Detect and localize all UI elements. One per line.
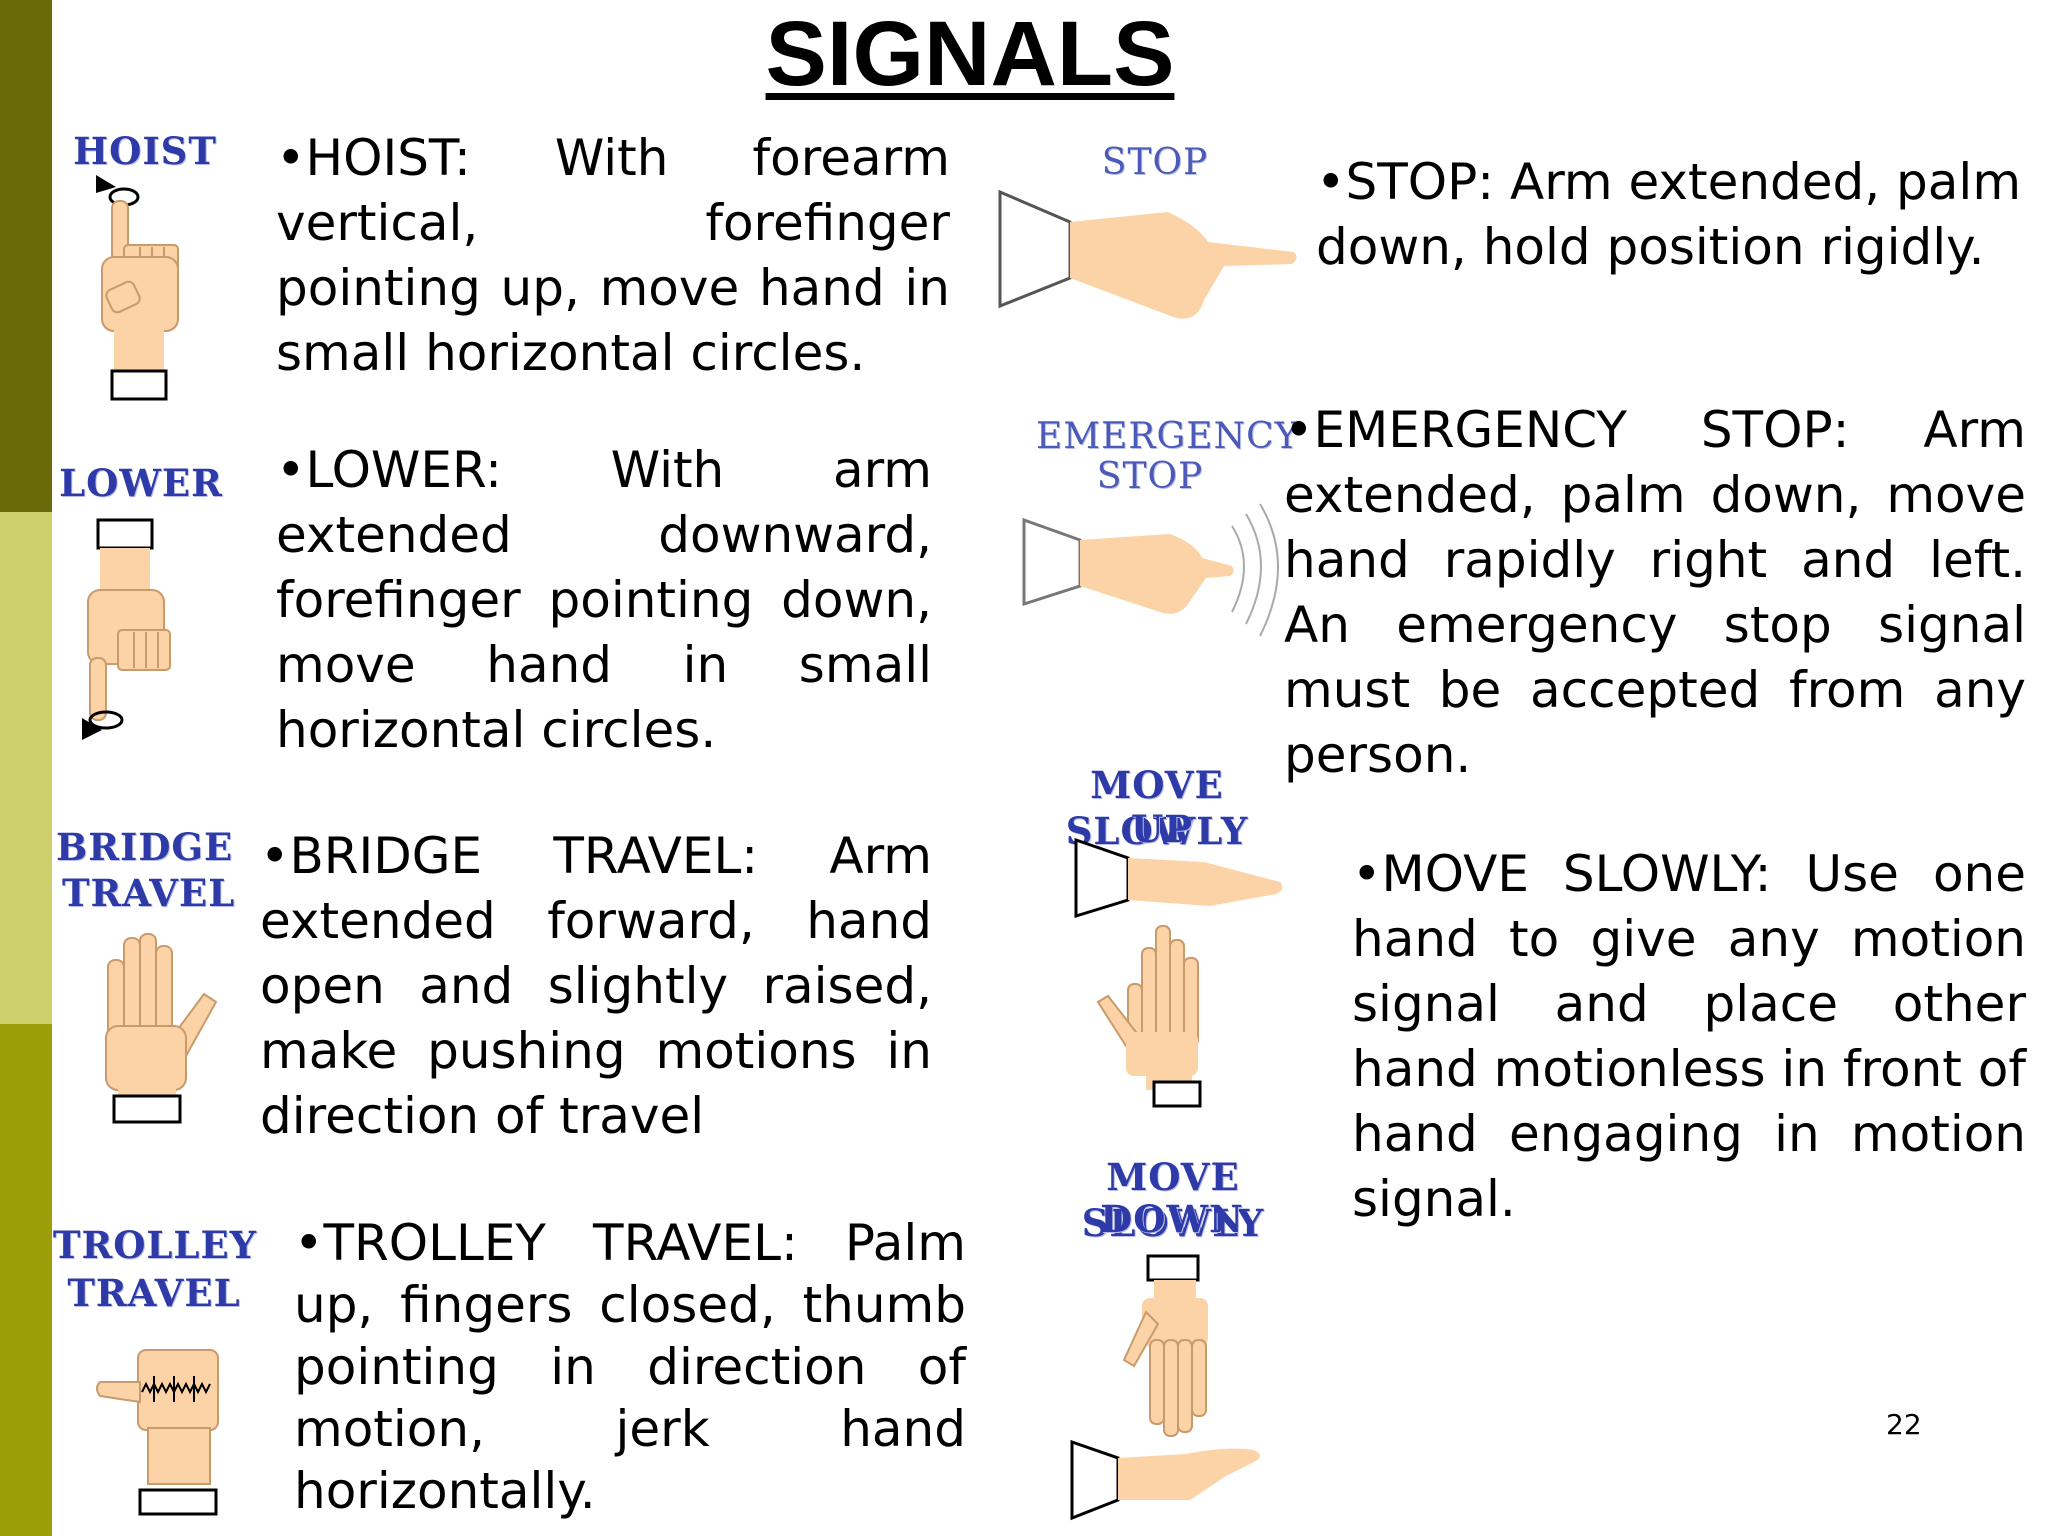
- move-slowly-down-hands-icon: [1070, 1254, 1260, 1521]
- emergency-stop-hand-icon: [1022, 503, 1279, 637]
- trolley-travel-label-line2: TRAVEL: [67, 1271, 241, 1315]
- move-slowly-description: •MOVE SLOWLY: Use one hand to give any m…: [1352, 845, 2026, 1228]
- bridge-travel-label-line1: BRIDGE: [56, 825, 234, 869]
- move-slowly-down-label-line1: MOVE SLOWLY: [1081, 1155, 1265, 1245]
- lower-description: •LOWER: With arm extended downward, fore…: [276, 441, 932, 759]
- lower-hand-icon: [82, 518, 171, 740]
- stop-label: STOP: [1101, 142, 1209, 183]
- bridge-travel-hand-icon: [105, 933, 218, 1124]
- stop-description: •STOP: Arm extended, palm down, hold pos…: [1316, 153, 2022, 276]
- page-number: 22: [1886, 1408, 1922, 1441]
- trolley-travel-hand-icon: [96, 1349, 219, 1516]
- emergency-stop-label-line2: STOP: [1096, 456, 1204, 497]
- side-stripe-middle: [0, 512, 52, 1024]
- lower-label: LOWER: [59, 461, 223, 505]
- move-slowly-up-hands-icon: [1074, 837, 1283, 1108]
- stop-hand-icon: [998, 189, 1297, 319]
- side-stripe-top: [0, 0, 52, 512]
- move-slowly-up-label-line2: UP: [1130, 807, 1194, 851]
- side-stripe-bottom: [0, 1024, 52, 1536]
- bridge-travel-description: •BRIDGE TRAVEL: Arm extended forward, ha…: [260, 827, 932, 1145]
- hoist-hand-icon: [96, 175, 179, 401]
- emergency-stop-label-line1: EMERGENCY: [1036, 416, 1300, 457]
- trolley-travel-description: •TROLLEY TRAVEL: Palm up, fingers closed…: [294, 1214, 966, 1520]
- move-slowly-down-label-line2: DOWN: [1100, 1197, 1244, 1241]
- hoist-description: •HOIST: With forearm vertical, forefinge…: [276, 129, 950, 382]
- emergency-stop-description: •EMERGENCY STOP: Arm extended, palm down…: [1284, 401, 2026, 784]
- trolley-travel-label-line1: TROLLEY: [52, 1223, 258, 1267]
- slide-title: SIGNALS: [765, 3, 1175, 105]
- hoist-label: HOIST: [73, 129, 217, 173]
- bridge-travel-label-line2: TRAVEL: [62, 871, 236, 915]
